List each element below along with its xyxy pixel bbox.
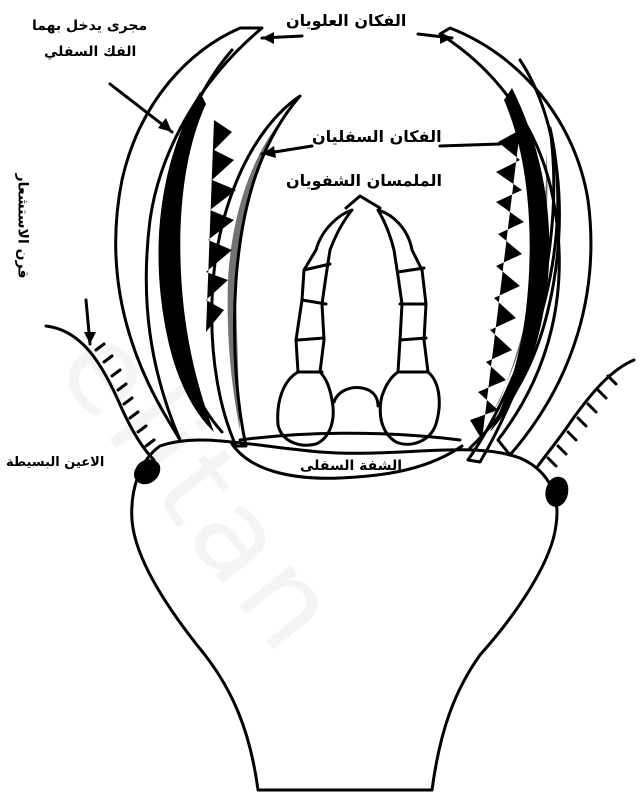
- leader-palps: [346, 196, 380, 208]
- left-palp: [278, 210, 352, 445]
- label-upper-jaws: الفكان العلويان: [286, 12, 406, 30]
- head-capsule: [132, 440, 557, 790]
- right-antenna-segments: [548, 376, 616, 466]
- label-simple-eyes: الاعين البسيطة: [6, 456, 104, 471]
- label-upper-jaw-canal-line2: الفك السفلي: [44, 44, 136, 60]
- central-lobe: [334, 388, 378, 406]
- label-upper-jaw-canal: مجرى يدخل بهما: [32, 18, 147, 34]
- arrowhead-upper-jaw-canal: [158, 118, 172, 132]
- label-palps: الملمسان الشفويان: [286, 172, 442, 190]
- left-eye-spot: [134, 459, 160, 484]
- left-lower-jaw: [212, 96, 300, 446]
- left-antenna-segments: [96, 344, 154, 446]
- arrowhead-antenna: [84, 332, 96, 344]
- label-lower-lip: الشفة السفلى: [300, 458, 402, 474]
- leader-lower-jaws-right: [440, 144, 500, 146]
- right-palp: [378, 210, 439, 444]
- left-jaw-dark-band: [158, 92, 214, 432]
- left-lower-jaw-stipple: [228, 110, 290, 430]
- label-lower-jaws: الفكان السفليان: [312, 128, 442, 146]
- right-antenna: [538, 360, 634, 466]
- arrowhead-upper-jaws-left: [262, 32, 274, 44]
- label-antenna: قرن الاستشعار: [14, 174, 30, 279]
